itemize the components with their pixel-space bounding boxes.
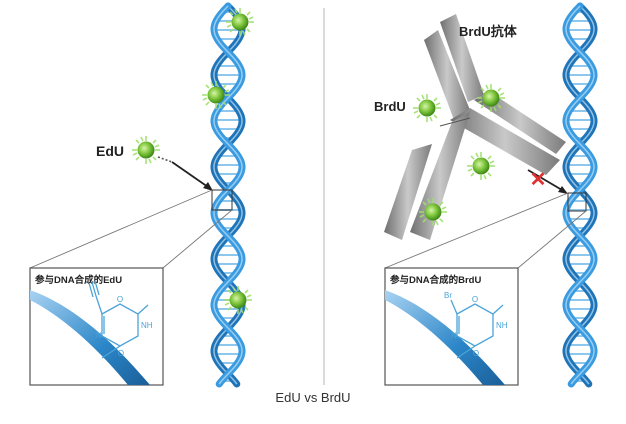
atom-br: Br (444, 291, 452, 300)
right-inset: 参与DNA合成的BrdU Br O NH O N (384, 267, 519, 386)
right-inset-title: 参与DNA合成的BrdU (389, 274, 481, 286)
atom-o-top: O (117, 295, 123, 304)
edu-structure-icon (88, 280, 149, 359)
atom-nh: NH (496, 321, 508, 330)
brdu-antibody-label: BrdU抗体 (459, 24, 518, 39)
dna-strand-highlight (213, 5, 243, 385)
cross-icon: ✕ (530, 169, 547, 191)
dna-strand-highlight (565, 5, 595, 385)
molecule-icon (418, 197, 448, 227)
molecule-icon (225, 7, 255, 37)
antibody-icon (384, 14, 566, 240)
figure-caption: EdU vs BrdU (275, 390, 351, 405)
left-inset: 参与DNA合成的EdU O NH O N (29, 267, 164, 386)
atom-o-top: O (472, 295, 478, 304)
atom-o-bottom: O (473, 349, 479, 358)
dna-strand-highlight (213, 5, 243, 385)
inset-ribbon (30, 290, 150, 385)
left-zoom-guide (162, 209, 233, 269)
right-zoom-guide (517, 210, 587, 269)
left-zoom-guide (29, 189, 213, 269)
atom-n: N (451, 331, 457, 340)
right-zoom-guide (384, 192, 569, 269)
molecule-icon (223, 285, 253, 315)
atom-nh: NH (141, 321, 153, 330)
right-zoom-box (567, 192, 587, 212)
molecule-icon (201, 80, 231, 110)
inset-ribbon (385, 290, 505, 385)
edu-label: EdU (96, 143, 124, 159)
molecule-icon (466, 151, 496, 181)
brdu-label: BrdU (374, 99, 406, 114)
atom-n: N (96, 331, 102, 340)
molecule-icon (476, 83, 506, 113)
arrow-icon (171, 161, 213, 191)
brdu-structure-icon (450, 299, 504, 359)
atom-o-bottom: O (118, 349, 124, 358)
free-edu-molecule-icon (131, 135, 161, 165)
edu-path-dots (157, 156, 173, 163)
dna-strand-highlight (565, 5, 595, 385)
right-dna-helix-icon (562, 2, 598, 388)
molecule-icon (412, 93, 442, 123)
left-zoom-box (211, 189, 233, 211)
left-dna-helix-icon (210, 2, 246, 388)
blocked-arrow-icon (527, 169, 568, 194)
left-inset-title: 参与DNA合成的EdU (34, 274, 122, 286)
